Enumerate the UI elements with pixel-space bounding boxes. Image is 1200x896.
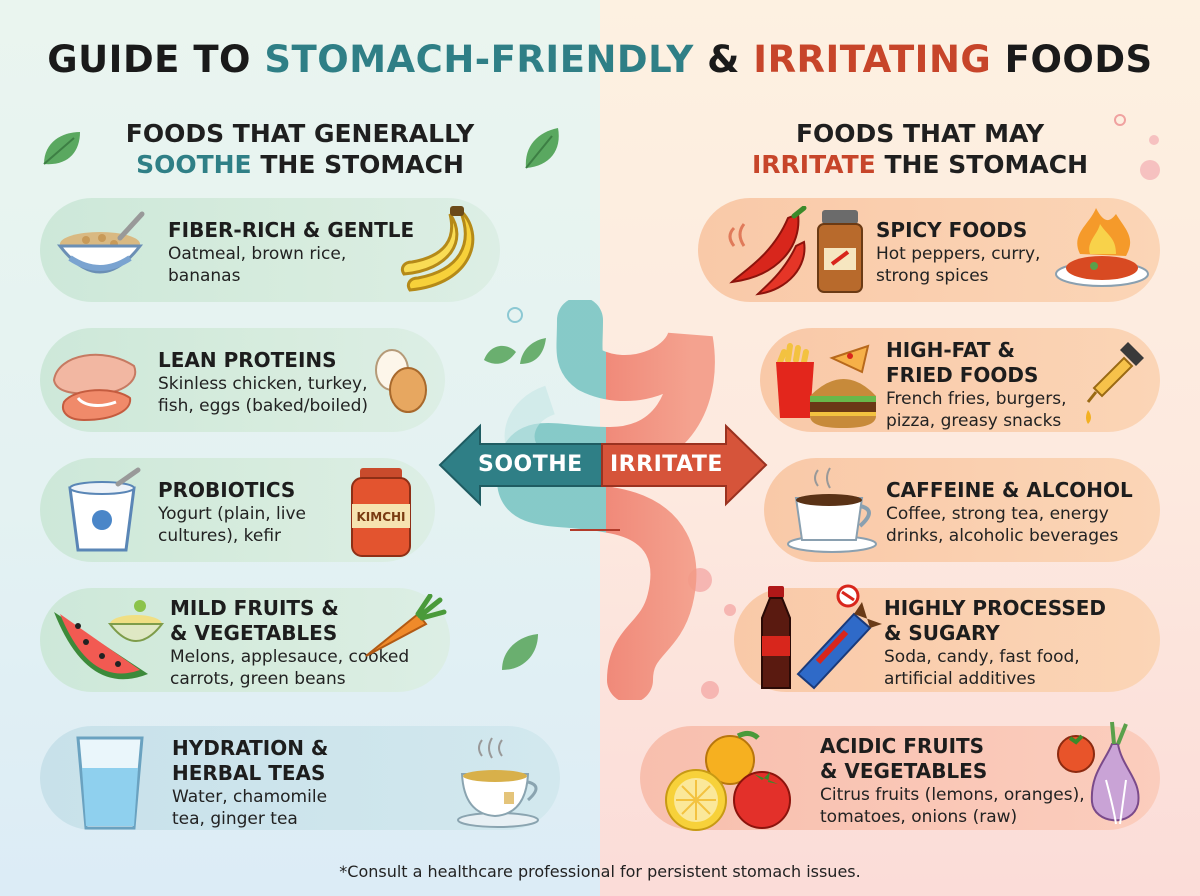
card-title: HYDRATION &	[172, 736, 329, 760]
leaf-icon	[43, 132, 80, 165]
banana-icon	[400, 206, 475, 292]
bubble-decoration	[1114, 114, 1160, 180]
leaf-icon	[502, 634, 538, 670]
chili-pepper-icon	[728, 206, 807, 296]
card-title: HERBAL TEAS	[172, 761, 326, 785]
title-part: &	[693, 38, 754, 81]
card-desc: tea, ginger tea	[172, 809, 298, 829]
card-title: CAFFEINE & ALCOHOL	[886, 478, 1133, 502]
card-desc: Yogurt (plain, live	[158, 504, 306, 524]
watermelon-icon	[54, 612, 148, 680]
card-title: SPICY FOODS	[876, 218, 1028, 242]
irritate-card-spicy: SPICY FOODS Hot peppers, curry, strong s…	[698, 198, 1160, 302]
soothe-heading-line1: FOODS THAT GENERALLY	[125, 119, 475, 148]
soothe-heading: FOODS THAT GENERALLY SOOTHE THE STOMACH	[70, 118, 530, 180]
irritate-card-caffeine: CAFFEINE & ALCOHOL Coffee, strong tea, e…	[764, 458, 1160, 562]
card-desc: fish, eggs (baked/boiled)	[158, 396, 369, 416]
soothe-card-hydration: HYDRATION & HERBAL TEAS Water, chamomile…	[40, 726, 560, 830]
card-desc: Citrus fruits (lemons, oranges),	[820, 785, 1085, 805]
spice-jar-icon	[817, 210, 863, 293]
leaf-icon	[525, 128, 559, 169]
card-desc: carrots, green beans	[170, 669, 346, 689]
card-desc: Soda, candy, fast food,	[884, 647, 1080, 667]
irritate-heading: FOODS THAT MAY IRRITATE THE STOMACH	[690, 118, 1150, 180]
card-desc: French fries, burgers,	[886, 389, 1067, 409]
title-part: FOODS	[991, 38, 1153, 81]
oatmeal-bowl-icon	[56, 211, 145, 274]
card-desc: Oatmeal, brown rice,	[168, 244, 347, 264]
egg-icon	[375, 349, 427, 413]
card-title: & SUGARY	[884, 621, 1000, 645]
applesauce-icon	[107, 600, 165, 642]
soothe-heading-line2: THE STOMACH	[251, 150, 464, 179]
footnote: *Consult a healthcare professional for p…	[339, 862, 861, 881]
soothe-card-fiber: FIBER-RICH & GENTLE Oatmeal, brown rice,…	[40, 198, 500, 302]
irritate-card-processed: HIGHLY PROCESSED & SUGARY Soda, candy, f…	[734, 584, 1160, 692]
page-title: GUIDE TO STOMACH-FRIENDLY & IRRITATING F…	[0, 38, 1200, 81]
citrus-tomato-icon	[665, 730, 791, 831]
yogurt-icon	[68, 467, 141, 552]
card-desc: Coffee, strong tea, energy	[886, 504, 1109, 524]
card-title: HIGH-FAT &	[886, 338, 1015, 362]
soda-candy-icon	[761, 584, 882, 690]
oil-dropper-icon	[1086, 342, 1144, 424]
card-desc: drinks, alcoholic beverages	[886, 526, 1119, 546]
curry-fire-icon	[1055, 208, 1149, 287]
card-desc: strong spices	[876, 266, 989, 286]
irritate-card-fried: HIGH-FAT & FRIED FOODS French fries, bur…	[760, 328, 1160, 432]
irritate-card-acidic: ACIDIC FRUITS & VEGETABLES Citrus fruits…	[640, 721, 1160, 831]
irritate-heading-line2: THE STOMACH	[875, 150, 1089, 179]
card-title: ACIDIC FRUITS	[820, 734, 985, 758]
card-desc: Water, chamomile	[172, 787, 328, 807]
carrot-icon	[365, 594, 447, 657]
card-title: & VEGETABLES	[170, 621, 338, 645]
soothe-card-probiotics: PROBIOTICS Yogurt (plain, live cultures)…	[40, 458, 435, 562]
coffee-cup-icon	[787, 467, 877, 553]
leaf-icon	[484, 338, 546, 364]
salmon-chicken-icon	[52, 353, 137, 422]
card-title: FIBER-RICH & GENTLE	[168, 218, 415, 242]
card-title: PROBIOTICS	[158, 478, 296, 502]
card-title: FRIED FOODS	[886, 363, 1039, 387]
card-desc: pizza, greasy snacks	[886, 411, 1062, 431]
soothe-card-mild-fruits: MILD FRUITS & & VEGETABLES Melons, apple…	[40, 588, 450, 692]
card-desc: Skinless chicken, turkey,	[158, 374, 368, 394]
soothe-card-protein: LEAN PROTEINS Skinless chicken, turkey, …	[40, 328, 445, 432]
title-highlight-friendly: STOMACH-FRIENDLY	[264, 38, 694, 81]
card-desc: bananas	[168, 266, 241, 286]
card-title: & VEGETABLES	[820, 759, 988, 783]
card-title: LEAN PROTEINS	[158, 348, 337, 372]
soothe-arrow-label: SOOTHE	[478, 452, 583, 477]
irritate-heading-line1: FOODS THAT MAY	[795, 119, 1045, 148]
onion-icon	[1057, 721, 1140, 825]
irritate-arrow-label: IRRITATE	[610, 452, 723, 477]
water-glass-icon	[76, 736, 144, 830]
soothe-irritate-arrow	[438, 423, 768, 507]
card-title: MILD FRUITS &	[170, 596, 339, 620]
kimchi-label: KIMCHI	[356, 510, 405, 524]
card-desc: artificial additives	[884, 669, 1036, 689]
fries-burger-icon	[776, 343, 876, 428]
soothe-highlight: SOOTHE	[136, 150, 252, 179]
bubble-decoration	[507, 307, 523, 323]
irritate-highlight: IRRITATE	[751, 150, 876, 179]
card-desc: Melons, applesauce, cooked	[170, 647, 410, 667]
card-desc: tomatoes, onions (raw)	[820, 807, 1018, 827]
card-desc: Hot peppers, curry,	[876, 244, 1041, 264]
title-highlight-irritating: IRRITATING	[753, 38, 992, 81]
tea-cup-icon	[457, 737, 539, 828]
kimchi-jar-icon: KIMCHI	[351, 468, 411, 557]
card-title: HIGHLY PROCESSED	[884, 596, 1106, 620]
card-desc: cultures), kefir	[158, 526, 282, 546]
title-part: GUIDE TO	[47, 38, 265, 81]
